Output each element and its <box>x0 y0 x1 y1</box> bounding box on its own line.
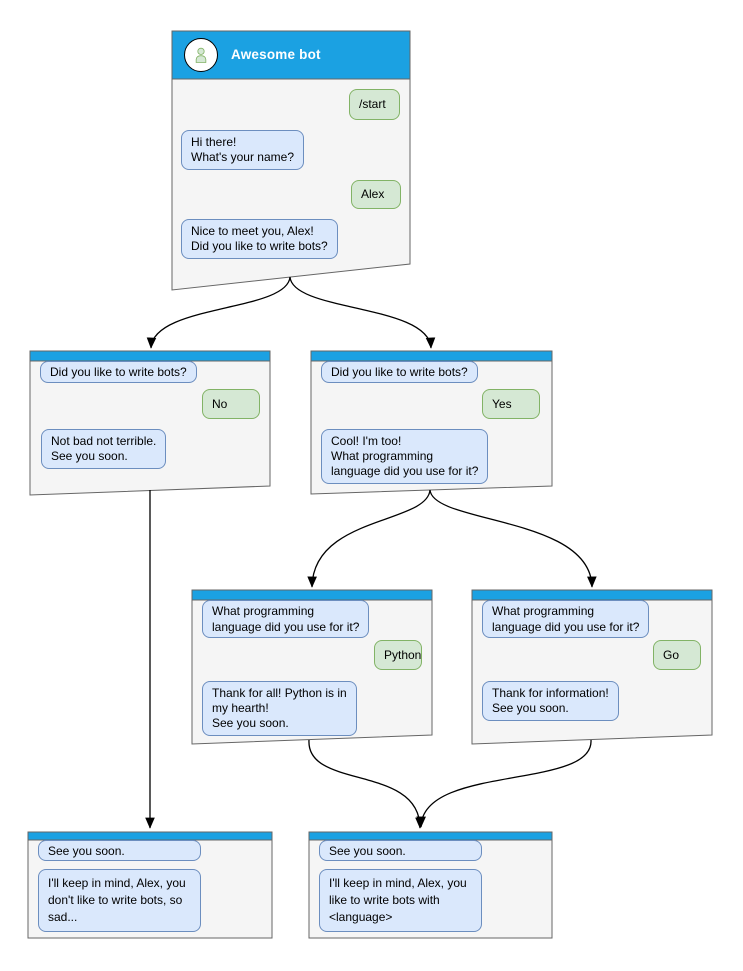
main-window-title: Awesome bot <box>231 47 321 62</box>
branch-python-reply: Thank for all! Python is in my hearth! S… <box>202 681 357 736</box>
person-icon <box>195 47 207 63</box>
branch-yes-header <box>310 350 553 362</box>
branch-python-header <box>191 589 433 601</box>
branch-yes-question: Did you like to write bots? <box>321 361 478 383</box>
end-yes-header <box>308 831 553 841</box>
bot-message-ask-bots: Nice to meet you, Alex! Did you like to … <box>181 219 338 259</box>
branch-go-question: What programming language did you use fo… <box>482 600 650 638</box>
connector-yes-to-go <box>429 489 597 588</box>
connector-yes-to-python <box>307 489 431 588</box>
end-no-header <box>27 831 273 841</box>
bot-avatar <box>184 38 218 72</box>
end-yes-reply: I'll keep in mind, Alex, you like to wri… <box>319 869 482 932</box>
branch-python-question: What programming language did you use fo… <box>202 600 370 638</box>
connector-main-to-no <box>146 276 291 349</box>
connector-main-to-yes <box>289 276 436 349</box>
branch-no-answer: No <box>202 389 260 419</box>
end-no-reply: I'll keep in mind, Alex, you don't like … <box>38 869 201 932</box>
branch-go-reply: Thank for information! See you soon. <box>482 681 619 721</box>
user-message-start: /start <box>349 89 400 120</box>
bot-message-greeting: Hi there! What's your name? <box>181 130 305 170</box>
branch-yes-answer: Yes <box>482 389 540 419</box>
connector-go-to-end <box>416 739 592 828</box>
branch-python-answer: Python <box>374 640 422 670</box>
user-message-name: Alex <box>351 180 401 209</box>
branch-go-header <box>471 589 713 601</box>
connector-python-to-end <box>308 739 425 829</box>
branch-yes-reply: Cool! I'm too! What programming language… <box>321 429 489 484</box>
end-yes-see-you-soon: See you soon. <box>319 840 482 861</box>
branch-no-header <box>29 350 271 362</box>
branch-no-question: Did you like to write bots? <box>40 361 197 383</box>
branch-no-reply: Not bad not terrible. See you soon. <box>41 429 167 469</box>
branch-go-answer: Go <box>653 640 701 670</box>
end-no-see-you-soon: See you soon. <box>38 840 201 861</box>
